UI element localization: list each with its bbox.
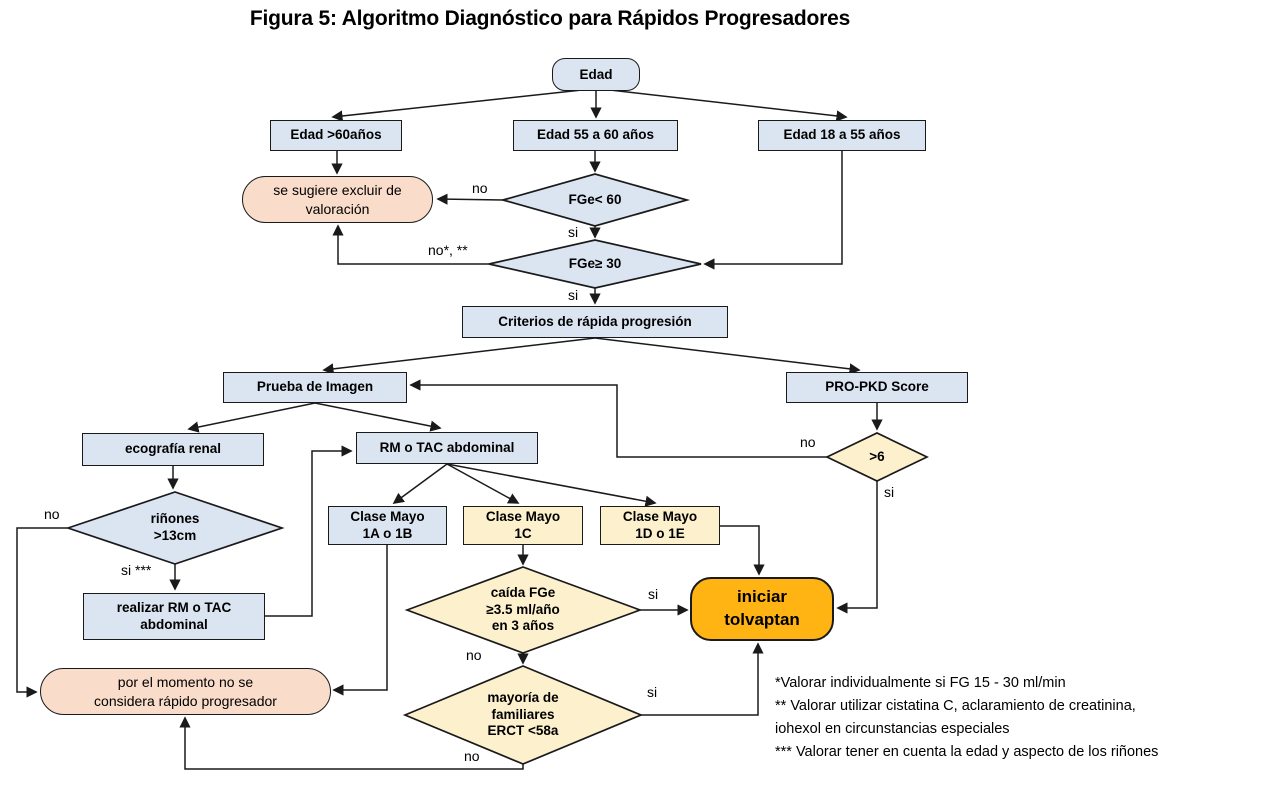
edge-label-score-no: no [800,434,816,450]
node-edad-gt60: Edad >60años [270,120,402,151]
fge60-diamond [499,173,691,227]
edge-rmtac-to-1c [446,463,520,504]
edge-rmtac-to-1ab [392,463,448,505]
edge-mayoria-no [179,716,524,770]
edge-fge30-no [332,224,489,265]
edge-label-fge60-no: no [472,180,488,196]
node-clase-mayo-1a-1b: Clase Mayo 1A o 1B [328,506,447,545]
node-edad: Edad [552,58,640,91]
edge-label-caida-si: si [648,586,659,602]
edge-label-rinones-si: si *** [121,562,152,578]
edge-mayoria-si [641,642,764,716]
edge-label-caida-no: no [466,647,482,663]
edge-label-fge60-si: si [568,224,579,240]
node-criterios: Criterios de rápida progresión [462,306,728,338]
footnotes: *Valorar individualmente si FG 15 - 30 m… [775,672,1158,764]
node-ecografia-renal: ecografía renal [82,433,264,466]
edge-label-rinones-no: no [44,506,60,522]
edge-1855-to-fge30 [703,151,843,270]
edge-criterios-to-propkd [594,337,861,375]
caida-diamond [404,566,643,654]
edge-label-score-si: si [884,484,895,500]
node-iniciar-tolvaptan: iniciar tolvaptan [690,577,834,641]
edge-rmtac-to-1de [446,463,657,507]
fge30-diamond [488,239,702,289]
edge-label-fge30-no: no*, ** [428,242,468,258]
footnote-1: *Valorar individualmente si FG 15 - 30 m… [775,675,1066,691]
edge-score-no-feedback [409,379,827,458]
edge-label-mayoria-si: si [647,684,658,700]
edge-fge60-no [436,193,504,205]
node-prueba-imagen: Prueba de Imagen [223,372,407,403]
node-edad-18-55: Edad 18 a 55 años [758,120,926,151]
edge-rinones-no [16,527,68,698]
footnote-3: iohexol en circunstancias especiales [775,721,1010,737]
edge-label-mayoria-no: no [464,748,480,764]
edge-1de-to-tolvaptan [720,525,765,576]
edge-criterios-to-prueba [322,337,596,375]
edge-1ab-to-momento [332,545,388,696]
edge-edad-to-gt60 [331,89,583,122]
edge-label-fge30-si: si [568,287,579,303]
node-realizar-rm-tac: realizar RM o TAC abdominal [83,593,265,640]
edge-prueba-to-ecografia [187,402,316,433]
node-no-rapido-progresador: por el momento no se considera rápido pr… [40,668,331,715]
node-excluir-valoracion: se sugiere excluir de valoración [242,176,433,223]
edge-score-si [836,481,878,614]
node-rm-tac-abdominal: RM o TAC abdominal [356,432,538,464]
edge-prueba-to-rmtac [314,402,442,432]
rinones-diamond [65,491,285,565]
figure-title: Figura 5: Algoritmo Diagnóstico para Ráp… [249,7,851,30]
footnote-4: *** Valorar tener en cuenta la edad y as… [775,744,1159,760]
node-pro-pkd-score: PRO-PKD Score [786,372,968,403]
footnote-2: ** Valorar utilizar cistatina C, aclaram… [775,698,1136,714]
edge-realizar-to-rmtac [265,445,353,617]
mayoria-diamond [402,665,644,765]
score6-diamond [825,432,929,482]
node-clase-mayo-1d-1e: Clase Mayo 1D o 1E [600,506,720,545]
node-edad-55-60: Edad 55 a 60 años [513,120,678,151]
edge-edad-to-1855 [609,89,848,122]
node-clase-mayo-1c: Clase Mayo 1C [463,506,583,545]
